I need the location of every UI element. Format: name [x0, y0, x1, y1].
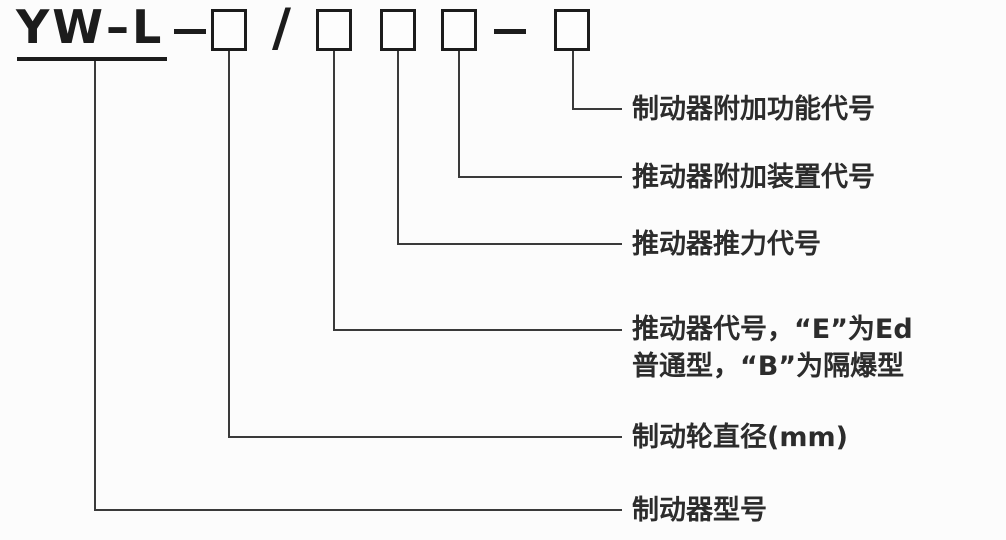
connector-line	[94, 509, 622, 511]
connector-line	[458, 51, 460, 178]
code-box-thruster-code	[316, 9, 352, 51]
connector-line	[572, 108, 622, 110]
label-brake-additional-function-code: 制动器附加功能代号	[632, 94, 875, 125]
dash-separator	[494, 29, 526, 34]
slash-separator: /	[272, 0, 291, 58]
connector-line	[94, 61, 96, 511]
label-thruster-attachment-code: 推动器附加装置代号	[632, 162, 875, 193]
label-thruster-thrust-code: 推动器推力代号	[632, 229, 821, 260]
label-thruster-code-types: 推动器代号，“E”为Ed 普通型，“B”为隔爆型	[632, 314, 913, 382]
code-box-thruster-thrust	[380, 9, 416, 51]
code-box-thruster-attachment	[441, 9, 477, 51]
connector-line	[397, 243, 622, 245]
connector-line	[572, 51, 574, 110]
connector-line	[333, 51, 335, 331]
connector-line	[228, 436, 622, 438]
connector-line	[458, 176, 622, 178]
code-box-brake-wheel-diameter	[211, 9, 247, 51]
label-brake-wheel-diameter: 制动轮直径(mm)	[632, 422, 848, 453]
label-brake-model: 制动器型号	[632, 495, 767, 526]
model-prefix-underline	[17, 57, 167, 61]
dash-separator	[174, 29, 206, 34]
code-box-brake-function	[554, 9, 590, 51]
connector-line	[397, 51, 399, 245]
connector-line	[333, 329, 622, 331]
model-prefix-text: YW–L	[16, 0, 165, 54]
connector-line	[228, 51, 230, 438]
